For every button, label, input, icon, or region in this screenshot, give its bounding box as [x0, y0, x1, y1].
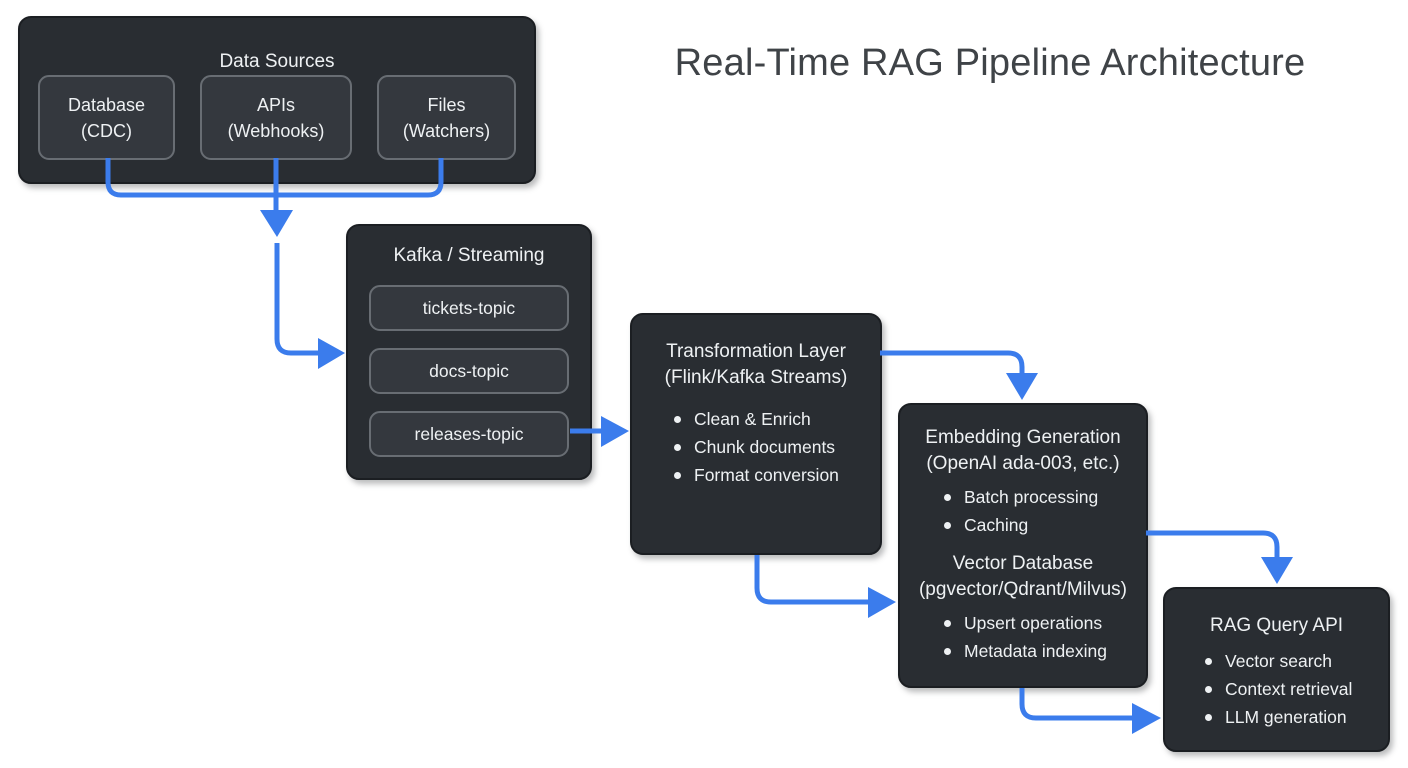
- data-source-files-detail: (Watchers): [402, 120, 491, 141]
- arrow-embedding-to-rag-left: [1019, 688, 1132, 721]
- arrow-sources-to-kafka: [274, 243, 318, 356]
- bullet-label: Metadata indexing: [964, 640, 1108, 661]
- bullet-item: Format conversion: [674, 461, 880, 489]
- bullet-dot: [674, 415, 681, 423]
- transformation-title-line1: Transformation Layer: [666, 341, 846, 362]
- transformation-layer-box: Transformation Layer (Flink/Kafka Stream…: [630, 313, 882, 555]
- bullet-dot: [944, 619, 951, 627]
- data-sources-title: Data Sources: [219, 51, 335, 72]
- bullet-item: Caching: [944, 511, 1146, 539]
- kafka-title: Kafka / Streaming: [393, 245, 545, 266]
- arrowhead-into-vectordb-icon: [868, 587, 896, 618]
- bullet-label: Upsert operations: [964, 612, 1103, 633]
- arrowhead-merge-down-icon: [260, 210, 293, 237]
- bullet-label: Vector search: [1225, 650, 1332, 671]
- embedding-generation-box: Embedding Generation (OpenAI ada-003, et…: [898, 403, 1148, 688]
- bullet-dot: [944, 647, 951, 655]
- bullet-label: Format conversion: [694, 464, 839, 485]
- embedding-bullet-list: Batch processing Caching: [900, 483, 1146, 539]
- arrow-transformation-to-embedding-top: [880, 350, 1025, 373]
- arrow-embedding-to-rag-top: [1146, 530, 1280, 557]
- bullet-dot: [674, 471, 681, 479]
- data-source-apis-name: APIs: [256, 94, 295, 115]
- rag-query-api-box: RAG Query API Vector search Context retr…: [1163, 587, 1390, 752]
- bullet-label: Caching: [964, 514, 1029, 535]
- topic-docs: docs-topic: [369, 348, 569, 394]
- arrowhead-into-rag-top-icon: [1261, 557, 1293, 584]
- bullet-item: Vector search: [1205, 647, 1388, 675]
- vector-db-title-line2: (pgvector/Qdrant/Milvus): [918, 579, 1127, 600]
- bullet-label: Clean & Enrich: [694, 408, 811, 429]
- bullet-dot: [1205, 657, 1212, 665]
- data-sources-row: Database (CDC) APIs (Webhooks) Files (Wa…: [20, 75, 534, 160]
- bullet-dot: [944, 521, 951, 529]
- transformation-bullet-list: Clean & Enrich Chunk documents Format co…: [632, 405, 880, 489]
- data-source-database-detail: (CDC): [81, 120, 132, 141]
- bullet-label: Batch processing: [964, 486, 1099, 507]
- transformation-title-line2: (Flink/Kafka Streams): [664, 367, 848, 388]
- data-source-apis-detail: (Webhooks): [227, 120, 325, 141]
- kafka-topic-list: tickets-topic docs-topic releases-topic: [348, 285, 590, 457]
- bullet-item: Upsert operations: [944, 609, 1146, 637]
- rag-api-title: RAG Query API: [1209, 615, 1344, 636]
- bullet-dot: [944, 493, 951, 501]
- kafka-streaming-box: Kafka / Streaming tickets-topic docs-top…: [346, 224, 592, 480]
- arrowhead-into-kafka-icon: [318, 338, 345, 369]
- topic-tickets: tickets-topic: [369, 285, 569, 331]
- embedding-title-line1: Embedding Generation: [925, 427, 1121, 448]
- data-source-apis: APIs (Webhooks): [200, 75, 352, 160]
- bullet-item: Clean & Enrich: [674, 405, 880, 433]
- bullet-item: Metadata indexing: [944, 637, 1146, 665]
- bullet-dot: [1205, 713, 1212, 721]
- arrowhead-into-transformation-icon: [601, 416, 629, 447]
- vector-db-bullet-list: Upsert operations Metadata indexing: [900, 609, 1146, 665]
- rag-api-bullet-list: Vector search Context retrieval LLM gene…: [1165, 647, 1388, 731]
- data-source-files: Files (Watchers): [377, 75, 516, 160]
- page-title: Real-Time RAG Pipeline Architecture: [674, 42, 1306, 84]
- bullet-label: Context retrieval: [1225, 678, 1353, 699]
- topic-releases: releases-topic: [369, 411, 569, 457]
- data-source-database-name: Database: [67, 94, 146, 115]
- bullet-label: LLM generation: [1225, 706, 1347, 727]
- arrowhead-into-rag-left-icon: [1132, 703, 1161, 734]
- data-sources-box: Data Sources Database (CDC) APIs (Webhoo…: [18, 16, 536, 184]
- bullet-label: Chunk documents: [694, 436, 836, 457]
- bullet-dot: [674, 443, 681, 451]
- bullet-dot: [1205, 685, 1212, 693]
- bullet-item: Chunk documents: [674, 433, 880, 461]
- arrow-transformation-to-vectordb: [754, 555, 868, 605]
- bullet-item: LLM generation: [1205, 703, 1388, 731]
- data-source-database: Database (CDC): [38, 75, 175, 160]
- bullet-item: Context retrieval: [1205, 675, 1388, 703]
- data-source-files-name: Files: [427, 94, 466, 115]
- vector-db-title-line1: Vector Database: [952, 553, 1094, 574]
- arrowhead-into-embedding-top-icon: [1006, 373, 1038, 400]
- embedding-title-line2: (OpenAI ada-003, etc.): [926, 453, 1120, 474]
- bullet-item: Batch processing: [944, 483, 1146, 511]
